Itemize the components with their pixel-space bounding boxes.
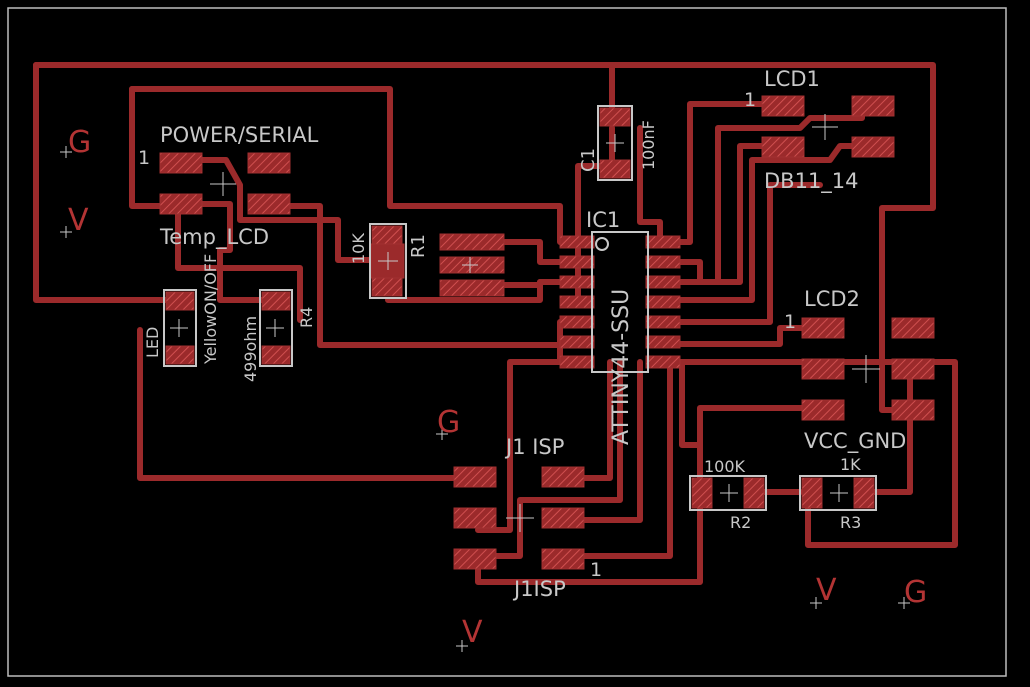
label-r1: R1 bbox=[408, 234, 429, 258]
label-j1-pin1: 1 bbox=[590, 559, 602, 581]
label-r4-val: 499ohm bbox=[241, 316, 260, 382]
label-j1-isp: J1 ISP bbox=[504, 435, 564, 459]
label-power-serial: POWER/SERIAL bbox=[160, 123, 319, 147]
label-power-serial-pin1: 1 bbox=[138, 147, 150, 169]
label-temp-lcd: Temp_LCD bbox=[159, 225, 269, 250]
label-r1-val: 10K bbox=[349, 233, 368, 264]
pads bbox=[159, 95, 935, 570]
label-lcd2: LCD2 bbox=[804, 287, 860, 311]
silkscreen bbox=[163, 105, 877, 511]
label-v3: V bbox=[462, 615, 483, 650]
label-ic1: IC1 bbox=[586, 208, 620, 232]
label-lcd1: LCD1 bbox=[764, 67, 820, 91]
board-outline bbox=[7, 7, 1007, 677]
label-ic1-val: ATTINY44-SSU bbox=[609, 289, 634, 445]
label-g3: G bbox=[904, 575, 927, 610]
label-c1: C1 bbox=[578, 148, 599, 172]
label-j1isp: J1ISP bbox=[512, 577, 566, 601]
label-r2: R2 bbox=[730, 513, 751, 532]
label-r3-val: 1K bbox=[840, 455, 861, 474]
origin-markers bbox=[60, 114, 910, 652]
label-r2-val: 100K bbox=[704, 457, 746, 476]
label-v1: V bbox=[68, 203, 89, 238]
label-r3: R3 bbox=[840, 513, 861, 532]
label-lcd1-pin1: 1 bbox=[744, 89, 756, 111]
label-g1: G bbox=[68, 125, 91, 160]
label-db11: DB11_14 bbox=[764, 169, 859, 194]
label-r4: R4 bbox=[297, 307, 316, 328]
label-vcc-gnd: VCC_GND bbox=[804, 429, 906, 454]
label-lcd2-pin1: 1 bbox=[784, 311, 796, 333]
label-led: LED bbox=[143, 327, 162, 358]
label-yellow: YellowON/OFF bbox=[201, 254, 220, 365]
label-v2: V bbox=[816, 573, 837, 608]
label-c1-val: 100nF bbox=[639, 120, 658, 170]
label-g2: G bbox=[437, 405, 460, 440]
